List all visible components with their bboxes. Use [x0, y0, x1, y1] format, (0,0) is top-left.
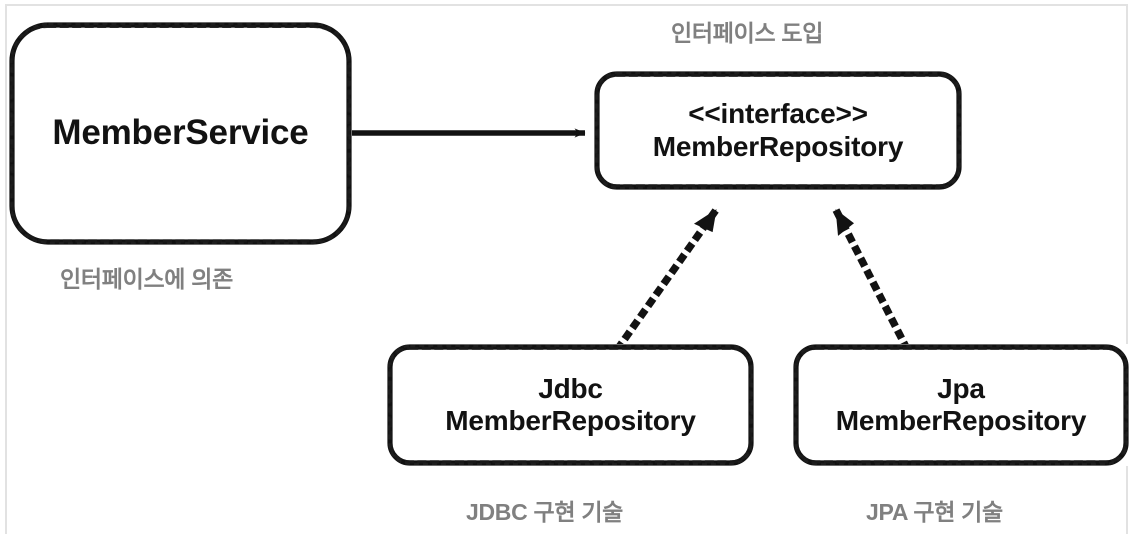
- node-jpa-member-repository-label: Jpa MemberRepository: [835, 372, 1087, 436]
- caption-jpa-implementation: JPA 구현 기술: [866, 499, 1003, 525]
- node-member-repository[interactable]: <<interface>> MemberRepository: [594, 71, 962, 190]
- node-jdbc-member-repository-label: Jdbc MemberRepository: [445, 372, 696, 436]
- caption-jdbc-implementation: JDBC 구현 기술: [466, 499, 624, 525]
- node-jpa-member-repository[interactable]: Jpa MemberRepository: [793, 344, 1129, 466]
- node-jdbc-member-repository[interactable]: Jdbc MemberRepository: [387, 344, 754, 466]
- caption-depends-on-interface: 인터페이스에 의존: [60, 266, 233, 292]
- edge-realization-jpa-to-repository: [830, 204, 912, 353]
- caption-interface-introduced: 인터페이스 도입: [671, 20, 824, 46]
- node-member-service[interactable]: MemberService: [9, 22, 352, 245]
- node-member-repository-label: <<interface>> MemberRepository: [652, 98, 904, 162]
- edge-realization-jdbc-to-repository: [613, 204, 722, 353]
- node-member-service-label: MemberService: [52, 113, 309, 153]
